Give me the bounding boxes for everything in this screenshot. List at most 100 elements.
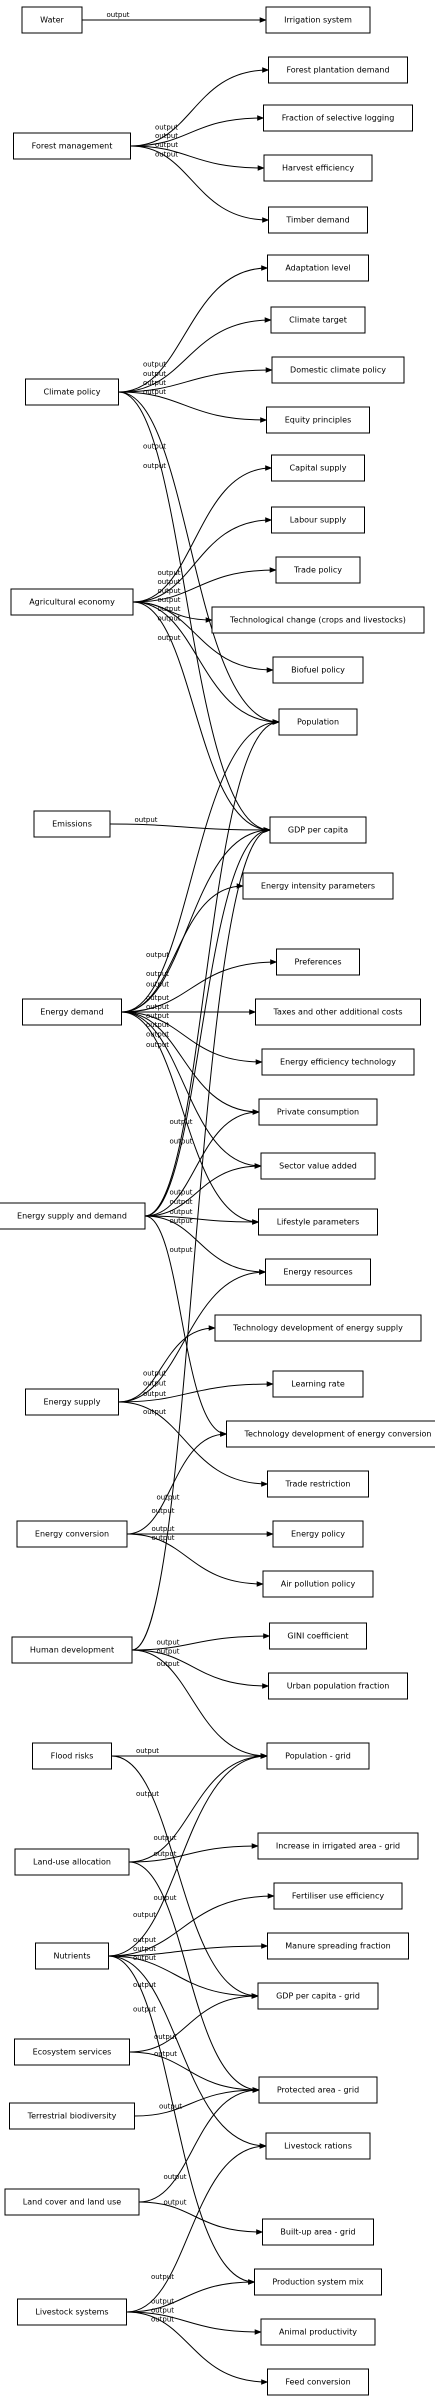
node-tech-dev-energy-supply: Technology development of energy supply [214,1314,422,1342]
edge-label: output [163,2198,186,2206]
node-label: Built-up area - grid [280,2228,355,2237]
edge-human-development-to-gini-coefficient: output [131,1633,271,1651]
edge-label: output [143,1408,166,1416]
edge-climate-policy-to-adaptation-level: output [118,265,269,393]
edge-terrestrial-biodiversity-to-protected-area-grid: output [134,2087,260,2117]
edge-label: output [146,980,169,988]
node-box [0,1202,146,1230]
node-box [273,1882,403,1910]
edge-energy-demand-to-energy-intensity-parameters: output [121,883,244,1013]
node-feed-conversion: Feed conversion [267,2368,369,2396]
edge-line [118,391,268,423]
node-label: Domestic climate policy [290,366,386,375]
edge-label: output [153,1850,176,1858]
edge-water-to-irrigation-system: output [82,11,267,23]
node-box [272,656,364,684]
edge-land-use-allocation-to-population-grid: output [128,1753,268,1863]
node-box [275,556,361,584]
node-gini-coefficient: GINI coefficient [269,1622,367,1650]
edge-line [108,1955,267,2149]
edge-agricultural-economy-to-capital-supply: output [132,465,273,603]
edge-label: output [151,1507,174,1515]
edge-livestock-systems-to-livestock-rations: output [126,2143,267,2313]
node-label: Climate target [289,316,347,325]
edge-line [129,2051,260,2093]
node-box [268,1672,408,1700]
node-box [269,1622,367,1650]
edge-energy-conversion-to-energy-policy: output [127,1525,274,1537]
node-label: Air pollution policy [281,1580,356,1589]
node-label: Land cover and land use [23,2198,121,2207]
edge-energy-supply-and-demand-to-lifestyle-parameters: output [144,1208,260,1225]
node-box [11,1636,133,1664]
edge-livestock-systems-to-production-system-mix: output [126,2279,256,2313]
node-energy-supply-and-demand: Energy supply and demand [0,1202,146,1230]
edge-climate-policy-to-climate-target: output [118,317,272,393]
node-taxes: Taxes and other additional costs [255,998,421,1026]
edge-label: output [146,970,169,978]
edge-label: output [143,1380,166,1388]
edge-energy-demand-to-sector-value-added: output [121,1011,262,1169]
node-energy-intensity-parameters: Energy intensity parameters [242,872,394,900]
edge-flood-risks-to-gdp-per-capita-grid: output [111,1755,259,1999]
node-livestock-systems: Livestock systems [17,2298,127,2326]
edge-nutrients-to-gdp-per-capita-grid: output [108,1954,259,1999]
node-land-cover-and-land-use: Land cover and land use [4,2188,140,2216]
edge-label: output [133,1936,156,1944]
edge-line [108,1893,275,1957]
node-energy-resources: Energy resources [265,1258,371,1286]
node-adaptation-level: Adaptation level [267,254,369,282]
node-label: Urban population fraction [287,1682,390,1691]
edge-line [144,1215,267,1275]
edge-label: output [169,1198,192,1206]
edge-label: output [154,2033,177,2041]
node-box [211,606,425,634]
edge-nutrients-to-fertiliser-use-efficiency: output [108,1893,275,1957]
edge-label: output [157,587,180,595]
node-population-grid: Population - grid [266,1742,370,1770]
edge-label: output [169,1217,192,1225]
node-box [267,1470,369,1498]
node-energy-supply: Energy supply [25,1388,119,1416]
node-label: Forest plantation demand [286,66,389,75]
edge-agricultural-economy-to-population: output [132,601,280,725]
node-label: Capital supply [290,464,347,473]
node-box [270,306,366,334]
edge-energy-supply-to-trade-restriction: output [118,1401,269,1487]
edge-label: output [106,11,129,19]
edge-nutrients-to-population-grid: output [108,1753,268,1957]
edge-label: output [146,1012,169,1020]
edge-energy-demand-to-private-consumption: output [121,1011,260,1115]
edge-line [131,1649,268,1759]
node-label: Irrigation system [284,16,352,25]
edge-line [121,1011,260,1115]
edge-label: output [157,615,180,623]
edge-label: output [169,1188,192,1196]
node-agricultural-economy: Agricultural economy [10,588,134,616]
node-box [22,998,122,1026]
node-energy-policy: Energy policy [272,1520,364,1548]
edge-label: output [155,150,178,158]
node-manure-spreading-fraction: Manure spreading fraction [267,1932,409,1960]
edge-agricultural-economy-to-trade-policy: output [132,567,277,603]
edge-label: output [134,816,157,824]
node-energy-efficiency-technology: Energy efficiency technology [261,1048,415,1076]
edge-line [126,2279,256,2313]
node-population: Population [278,708,358,736]
node-box [35,1942,109,1970]
edge-ecosystem-services-to-protected-area-grid: output [129,2050,260,2093]
node-label: Manure spreading fraction [285,1942,390,1951]
node-built-up-area-grid: Built-up area - grid [262,2218,374,2246]
node-lifestyle-parameters: Lifestyle parameters [258,1208,378,1236]
edge-line [131,1633,271,1651]
edge-line [111,1755,259,1999]
edge-energy-supply-to-tech-dev-energy-supply: output [118,1325,216,1403]
edge-line [144,1163,262,1217]
node-label: Timber demand [285,216,349,225]
edge-label: output [143,462,166,470]
node-label: Nutrients [54,1952,91,1961]
node-box [263,104,413,132]
edge-line [108,1955,256,2285]
node-box [278,708,358,736]
